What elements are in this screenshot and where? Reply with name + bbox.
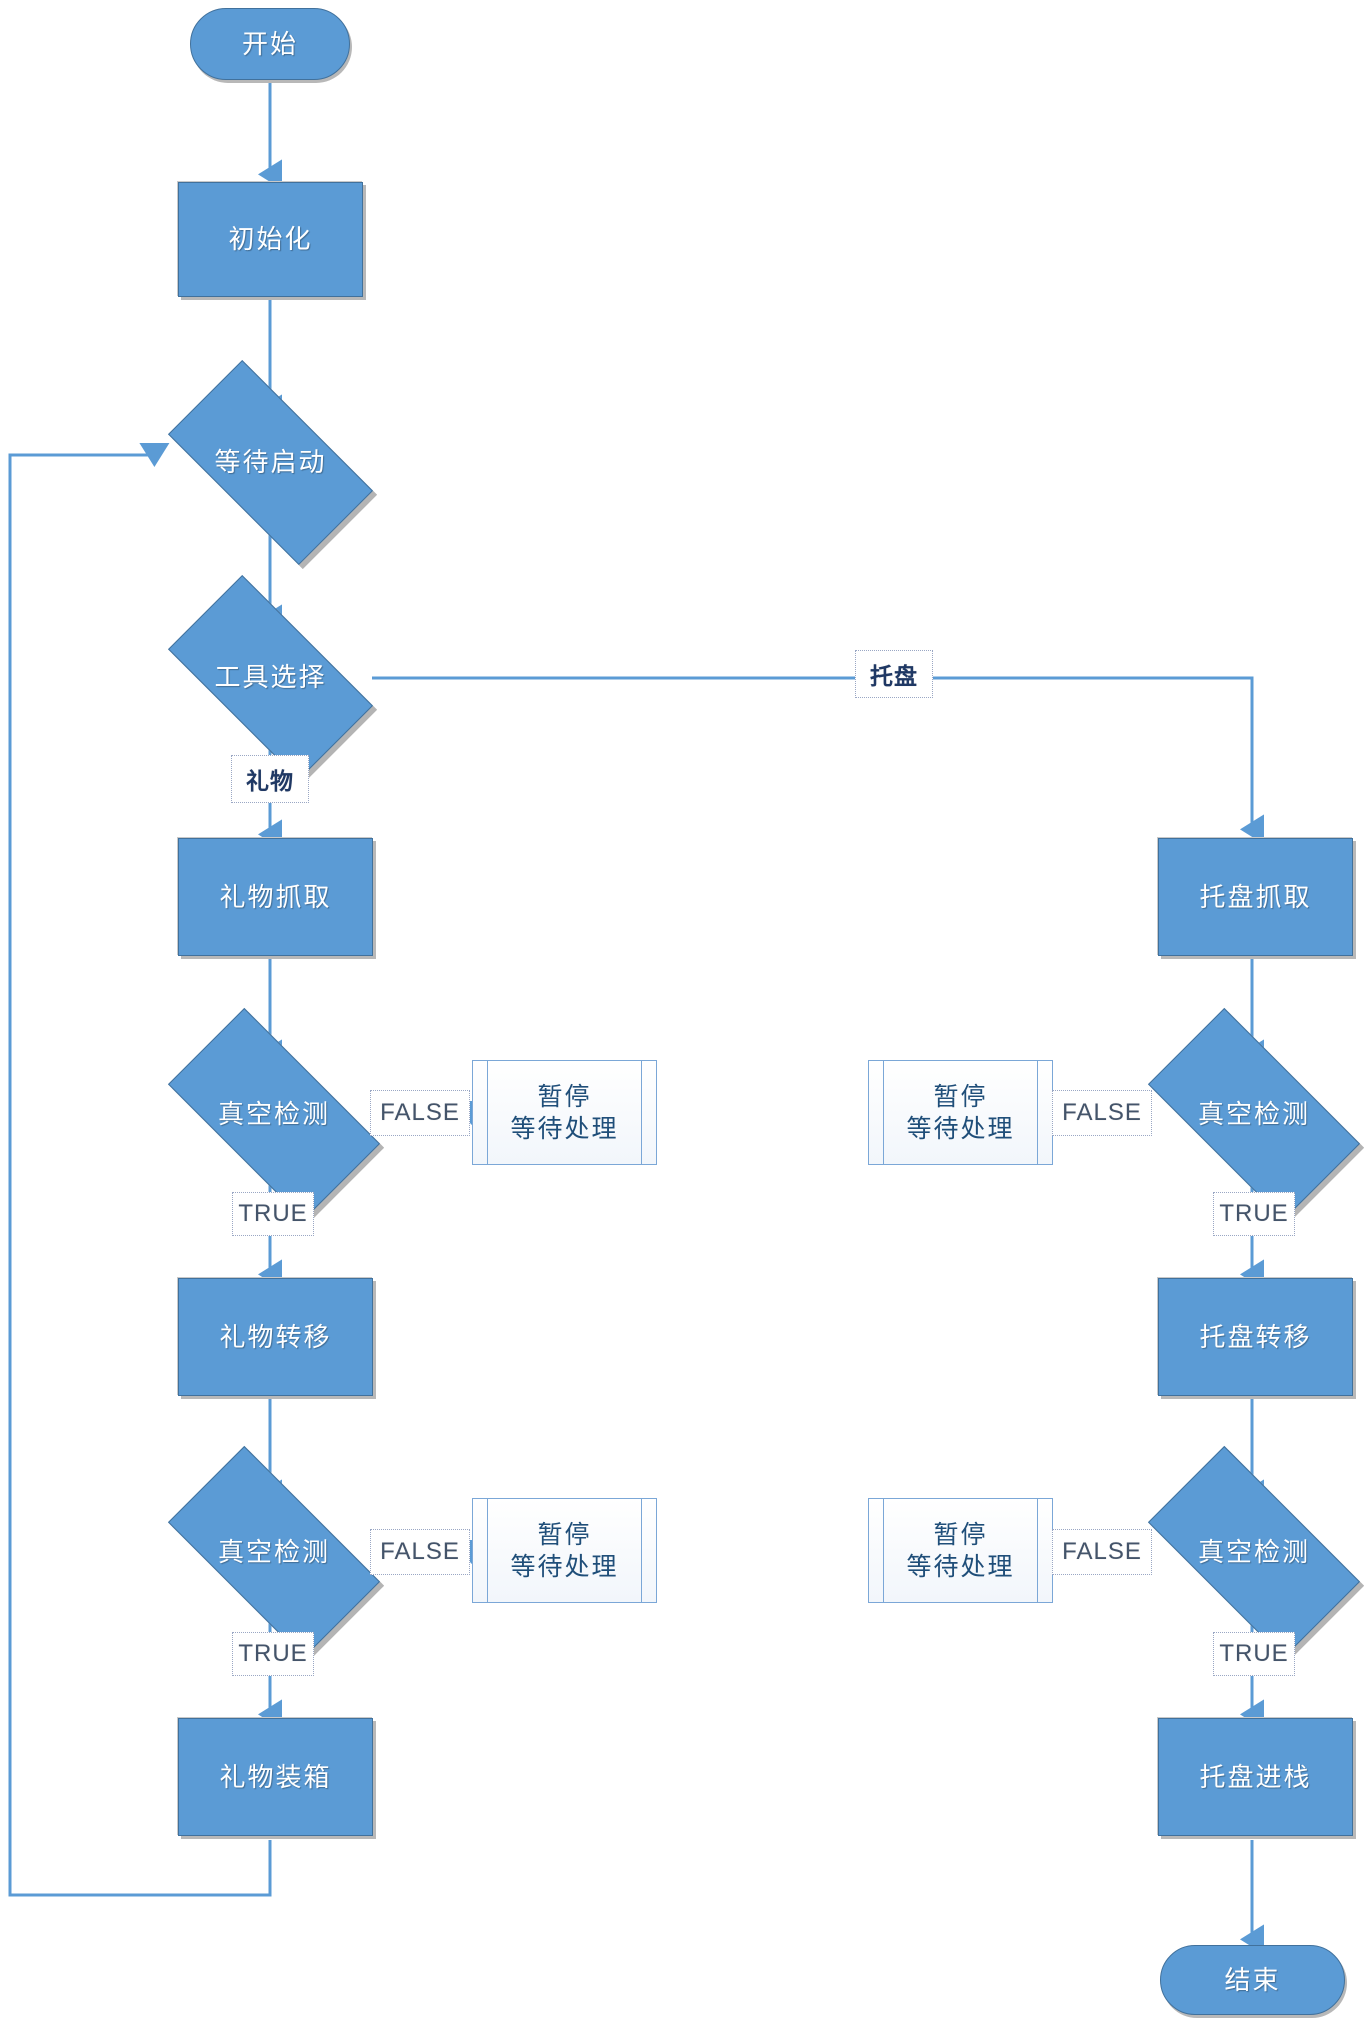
node-gift-pick-label: 礼物抓取 xyxy=(219,881,332,912)
edge-tool-tray xyxy=(372,676,1264,845)
node-tray-pause-2[interactable]: 暂停 等待处理 xyxy=(868,1498,1053,1603)
node-tray-transfer-label: 托盘转移 xyxy=(1199,1321,1312,1352)
node-end-label: 结束 xyxy=(1224,1964,1281,1995)
edge-label-true-gift-1: TRUE xyxy=(232,1192,314,1236)
predefined-left-bar xyxy=(883,1499,884,1602)
node-tray-pause-1-line2: 等待处理 xyxy=(906,1114,1015,1143)
node-tool-select-label: 工具选择 xyxy=(214,662,327,693)
node-start[interactable]: 开始 xyxy=(190,8,350,80)
predefined-left-bar xyxy=(883,1061,884,1164)
node-tray-pause-1[interactable]: 暂停 等待处理 xyxy=(868,1060,1053,1165)
predefined-left-bar xyxy=(487,1061,488,1164)
node-gift-pause-2-line2: 等待处理 xyxy=(510,1552,619,1581)
node-tray-vacuum-2-label: 真空检测 xyxy=(1197,1536,1310,1567)
predefined-right-bar xyxy=(641,1499,642,1602)
predefined-right-bar xyxy=(1037,1061,1038,1164)
node-wait-start[interactable]: 等待启动 xyxy=(167,359,378,570)
node-gift-vacuum-1[interactable]: 真空检测 xyxy=(167,1007,385,1225)
edge-label-tray: 托盘 xyxy=(855,650,933,698)
edge-label-true-gift-2: TRUE xyxy=(232,1632,314,1676)
node-start-label: 开始 xyxy=(241,28,298,59)
node-gift-transfer[interactable]: 礼物转移 xyxy=(178,1278,373,1396)
node-gift-pause-1-line2: 等待处理 xyxy=(510,1114,619,1143)
edge-label-false-gift-1: FALSE xyxy=(370,1090,470,1136)
node-gift-pause-1[interactable]: 暂停 等待处理 xyxy=(472,1060,657,1165)
node-wait-start-label: 等待启动 xyxy=(214,447,327,478)
node-end[interactable]: 结束 xyxy=(1160,1945,1345,2015)
edge-label-false-tray-1: FALSE xyxy=(1052,1090,1152,1136)
node-tray-stack[interactable]: 托盘进栈 xyxy=(1158,1718,1353,1836)
node-gift-vacuum-2[interactable]: 真空检测 xyxy=(167,1445,385,1663)
edge-label-false-tray-2: FALSE xyxy=(1052,1529,1152,1575)
node-gift-pause-2-line1: 暂停 xyxy=(537,1520,592,1549)
node-tray-stack-label: 托盘进栈 xyxy=(1199,1761,1312,1792)
node-gift-pick[interactable]: 礼物抓取 xyxy=(178,838,373,956)
node-tray-vacuum-2[interactable]: 真空检测 xyxy=(1147,1445,1365,1663)
edge-label-false-gift-2: FALSE xyxy=(370,1529,470,1575)
predefined-left-bar xyxy=(487,1499,488,1602)
node-gift-box[interactable]: 礼物装箱 xyxy=(178,1718,373,1836)
node-gift-vacuum-2-label: 真空检测 xyxy=(217,1536,330,1567)
node-gift-box-label: 礼物装箱 xyxy=(219,1761,332,1792)
edge-label-true-tray-1: TRUE xyxy=(1213,1192,1295,1236)
node-gift-transfer-label: 礼物转移 xyxy=(219,1321,332,1352)
node-init[interactable]: 初始化 xyxy=(178,182,363,297)
node-tray-pause-2-line1: 暂停 xyxy=(933,1520,988,1549)
node-tray-pause-2-line2: 等待处理 xyxy=(906,1552,1015,1581)
node-tool-select[interactable]: 工具选择 xyxy=(167,574,378,785)
node-gift-pause-1-line1: 暂停 xyxy=(537,1082,592,1111)
node-gift-vacuum-1-label: 真空检测 xyxy=(217,1098,330,1129)
node-tray-vacuum-1[interactable]: 真空检测 xyxy=(1147,1007,1365,1225)
node-gift-pause-2[interactable]: 暂停 等待处理 xyxy=(472,1498,657,1603)
edge-label-true-tray-2: TRUE xyxy=(1213,1632,1295,1676)
node-tray-pause-1-line1: 暂停 xyxy=(933,1082,988,1111)
predefined-right-bar xyxy=(1037,1499,1038,1602)
node-init-label: 初始化 xyxy=(228,224,313,255)
predefined-right-bar xyxy=(641,1061,642,1164)
node-tray-pick-label: 托盘抓取 xyxy=(1199,881,1312,912)
node-tray-pick[interactable]: 托盘抓取 xyxy=(1158,838,1353,956)
node-tray-vacuum-1-label: 真空检测 xyxy=(1197,1098,1310,1129)
node-tray-transfer[interactable]: 托盘转移 xyxy=(1158,1278,1353,1396)
edge-label-gift: 礼物 xyxy=(231,755,309,803)
